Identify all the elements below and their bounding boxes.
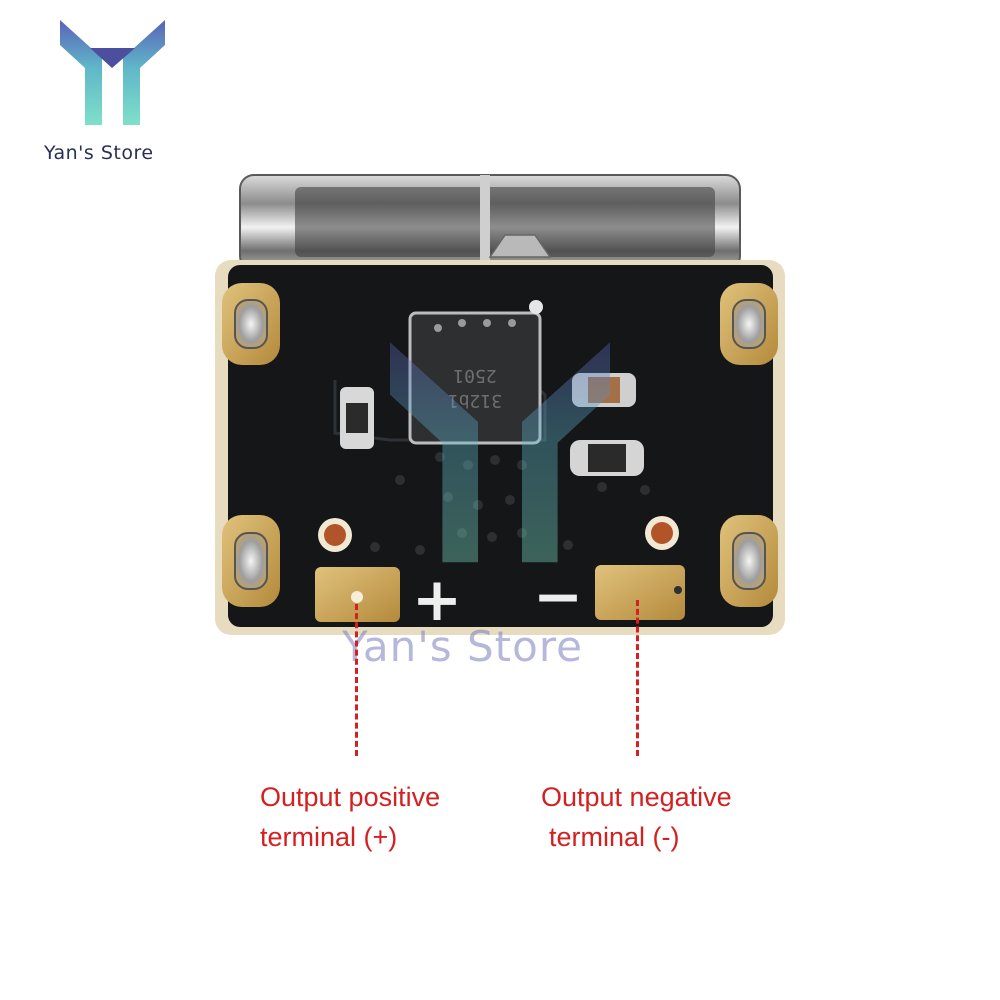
output-negative-label: Output negative terminal (-) bbox=[541, 777, 732, 857]
pcb bbox=[215, 260, 785, 635]
chip-marking-line2: 312b1 bbox=[448, 390, 502, 411]
output-negative-pad bbox=[595, 565, 685, 620]
usb-c-connector bbox=[239, 174, 741, 271]
output-positive-label: Output positive terminal (+) bbox=[260, 777, 440, 857]
output-negative-line2: terminal (-) bbox=[549, 822, 680, 852]
mounting-pads bbox=[222, 283, 778, 607]
watermark-text: Yan's Store bbox=[342, 622, 584, 671]
store-logo-icon bbox=[60, 20, 165, 125]
silkscreen-minus: − bbox=[533, 562, 583, 632]
silkscreen-plus: + bbox=[412, 565, 462, 635]
output-negative-line1: Output negative bbox=[541, 782, 732, 812]
watermark-logo-icon bbox=[390, 342, 610, 563]
chip-marking-line1: 2501 bbox=[453, 365, 496, 386]
usb-c-board: 2501 312b1 + − bbox=[215, 174, 785, 635]
logo-text: Yan's Store bbox=[44, 142, 154, 164]
output-positive-pad bbox=[315, 567, 400, 622]
output-positive-line1: Output positive bbox=[260, 782, 441, 812]
passive-components bbox=[340, 373, 644, 476]
negative-leader-line bbox=[636, 600, 639, 756]
positive-leader-line bbox=[355, 604, 358, 756]
output-positive-line2: terminal (+) bbox=[260, 822, 398, 852]
